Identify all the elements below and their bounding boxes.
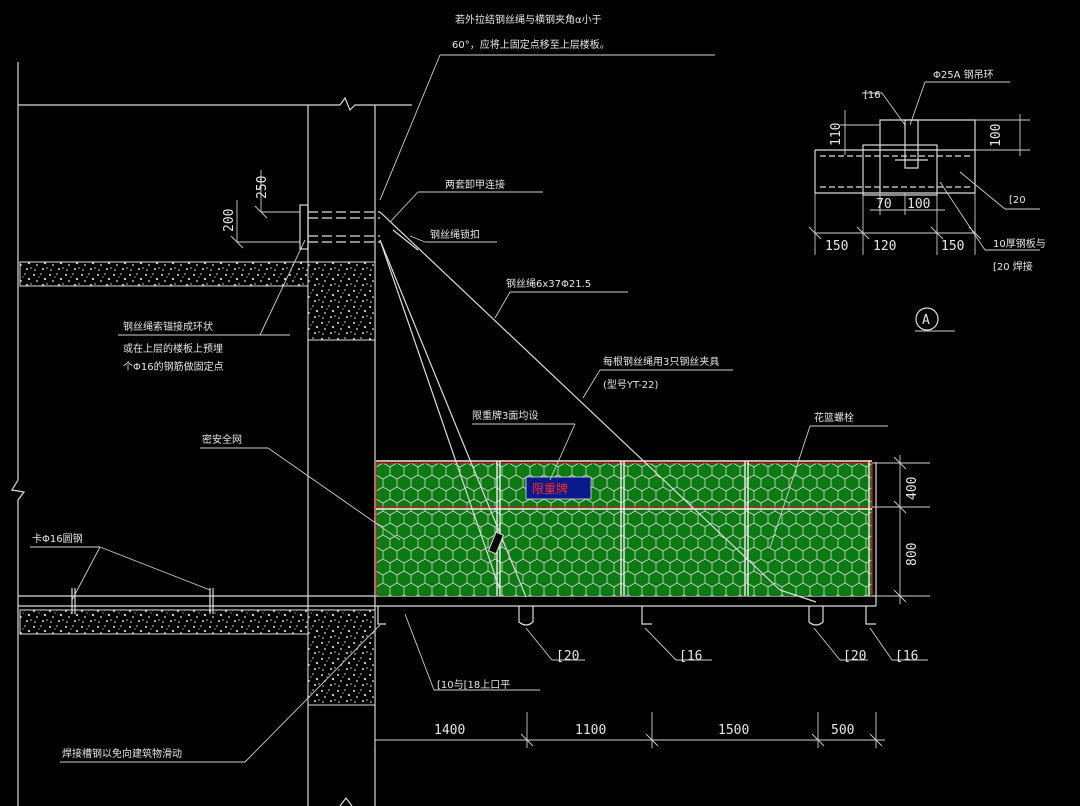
limit-sign (525, 476, 592, 500)
note-turnbuckle: 花篮螺栓 (814, 411, 854, 424)
detail-marker: A (922, 313, 930, 328)
note-top-1: 若外拉结钢丝绳与横钢夹角α小于 (455, 13, 602, 26)
dimension-lines (230, 170, 930, 748)
mark-c20-b: [20 (843, 649, 866, 664)
note-clips-2: (型号YT-22) (603, 378, 659, 391)
note-clips-1: 每根钢丝绳用3只钢丝夹具 (603, 355, 719, 368)
guardrail-net: 限重牌 (375, 460, 873, 596)
detail-label-ring: Φ25A 钢吊环 (933, 68, 994, 81)
note-top-2: 60°，应将上固定点移至上层楼板。 (452, 38, 610, 51)
dim-bottom-0: 1400 (434, 723, 465, 738)
note-rope-spec: 钢丝绳6x37Φ21.5 (506, 277, 591, 290)
note-rope-ring-2: 或在上层的楼板上预埋 (123, 342, 223, 355)
dim-250: 250 (255, 176, 270, 199)
note-steel-bar: 卡Φ16圆钢 (32, 532, 83, 545)
building-structure (11, 62, 412, 806)
note-rope-ring-3: 个Φ16的钢筋做固定点 (123, 360, 224, 373)
detail-label-plate-1: 10厚钢板与 (993, 237, 1046, 250)
dim-bottom-1: 1100 (575, 723, 606, 738)
upper-anchor (299, 204, 380, 250)
mark-c20-a: [20 (556, 649, 579, 664)
detail-dim-bottom-1: 120 (873, 239, 896, 254)
dim-bottom-3: 500 (831, 723, 854, 738)
detail-dim-70: 70 (876, 197, 892, 212)
detail-label-c20: [20 (1009, 195, 1026, 206)
limit-sign-text: 限重牌 (532, 482, 568, 496)
leader-lines (30, 54, 928, 763)
mark-c16-b: [16 (895, 649, 918, 664)
detail-a: A [16 Φ25A 钢吊环 [20 10厚钢板与 [20 焊接 110 100… (808, 68, 1046, 332)
dim-400: 400 (905, 477, 920, 500)
note-channel: [10与[18上口平 (437, 679, 510, 691)
note-weld: 焊接槽钢以免向建筑物滑动 (62, 747, 182, 760)
note-safety-net: 密安全网 (202, 433, 242, 446)
detail-label-c16: [16 (864, 90, 881, 101)
note-anchor: 两套卸甲连接 (445, 178, 505, 191)
detail-marker-circle (915, 307, 939, 331)
dim-200: 200 (222, 209, 237, 232)
note-rope-clamp: 钢丝绳锁扣 (430, 228, 480, 241)
annotations: 若外拉结钢丝绳与横钢夹角α小于 60°，应将上固定点移至上层楼板。 两套卸甲连接… (32, 13, 918, 760)
detail-label-plate-2: [20 焊接 (993, 260, 1033, 273)
dim-bottom-2: 1500 (718, 723, 749, 738)
note-limit-sign: 限重牌3面均设 (472, 409, 538, 422)
detail-dim-110: 110 (829, 123, 844, 146)
mark-c16-a: [16 (679, 649, 702, 664)
detail-dim-bottom-2: 150 (941, 239, 964, 254)
dim-800: 800 (905, 543, 920, 566)
detail-dim-100-h: 100 (907, 197, 930, 212)
wire-ropes (379, 211, 817, 603)
detail-dim-bottom-0: 150 (825, 239, 848, 254)
detail-dim-100-v: 100 (989, 124, 1004, 147)
note-rope-ring-1: 钢丝绳索锚接成环状 (123, 320, 213, 333)
